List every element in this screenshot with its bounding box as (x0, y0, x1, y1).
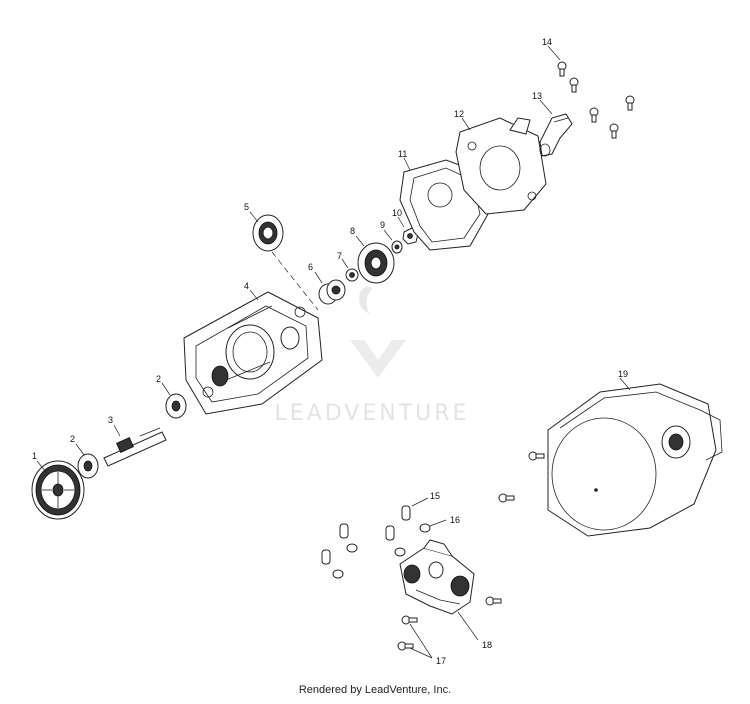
callout-11: 11 (398, 149, 407, 159)
callout-16: 16 (450, 515, 460, 525)
callout-12: 12 (454, 109, 464, 119)
callout-7: 7 (337, 251, 342, 261)
part-7-washer[interactable] (345, 268, 359, 282)
part-18-thermostat-housing[interactable] (399, 539, 475, 615)
part-14-bolts[interactable] (557, 61, 635, 139)
callout-4: 4 (244, 281, 249, 291)
part-9-washer[interactable] (391, 240, 403, 254)
footer-credit: Rendered by LeadVenture, Inc. (298, 684, 452, 696)
callout-14: 14 (542, 37, 552, 47)
callout-8: 8 (350, 226, 355, 236)
callout-5: 5 (244, 202, 249, 212)
part-2-bearing-upper[interactable] (165, 393, 187, 419)
part-8-impeller[interactable] (357, 242, 395, 284)
part-2-bearing-lower[interactable] (77, 453, 99, 479)
part-6-bushing[interactable] (318, 279, 346, 305)
part-16-o-rings[interactable] (332, 523, 431, 579)
leadventure-watermark: LEADVENTURE (275, 286, 470, 426)
callout-18: 18 (482, 640, 492, 650)
callout-3: 3 (108, 415, 113, 425)
callout-9: 9 (380, 220, 385, 230)
part-19-cover[interactable] (547, 383, 723, 537)
cover-bolts[interactable] (485, 451, 545, 606)
callout-6: 6 (308, 262, 313, 272)
callout-19: 19 (618, 369, 628, 379)
callout-17: 17 (436, 656, 446, 666)
callout-1: 1 (32, 451, 37, 461)
callout-15: 15 (430, 491, 440, 501)
callout-2-lower: 2 (70, 434, 75, 444)
part-4-housing[interactable] (183, 291, 323, 415)
part-15-dowel-pins[interactable] (321, 505, 411, 565)
part-3-shaft[interactable] (103, 427, 167, 467)
callout-2-upper: 2 (156, 374, 161, 384)
part-5-seal[interactable] (252, 214, 284, 252)
part-1-gear[interactable] (31, 460, 85, 520)
watermark-text: LEADVENTURE (275, 401, 470, 426)
part-17-bolts[interactable] (397, 615, 418, 651)
part-13-elbow-fitting[interactable] (539, 113, 573, 157)
part-12-pump-cover[interactable] (455, 117, 547, 215)
callout-13: 13 (532, 91, 542, 101)
callout-10: 10 (392, 208, 402, 218)
